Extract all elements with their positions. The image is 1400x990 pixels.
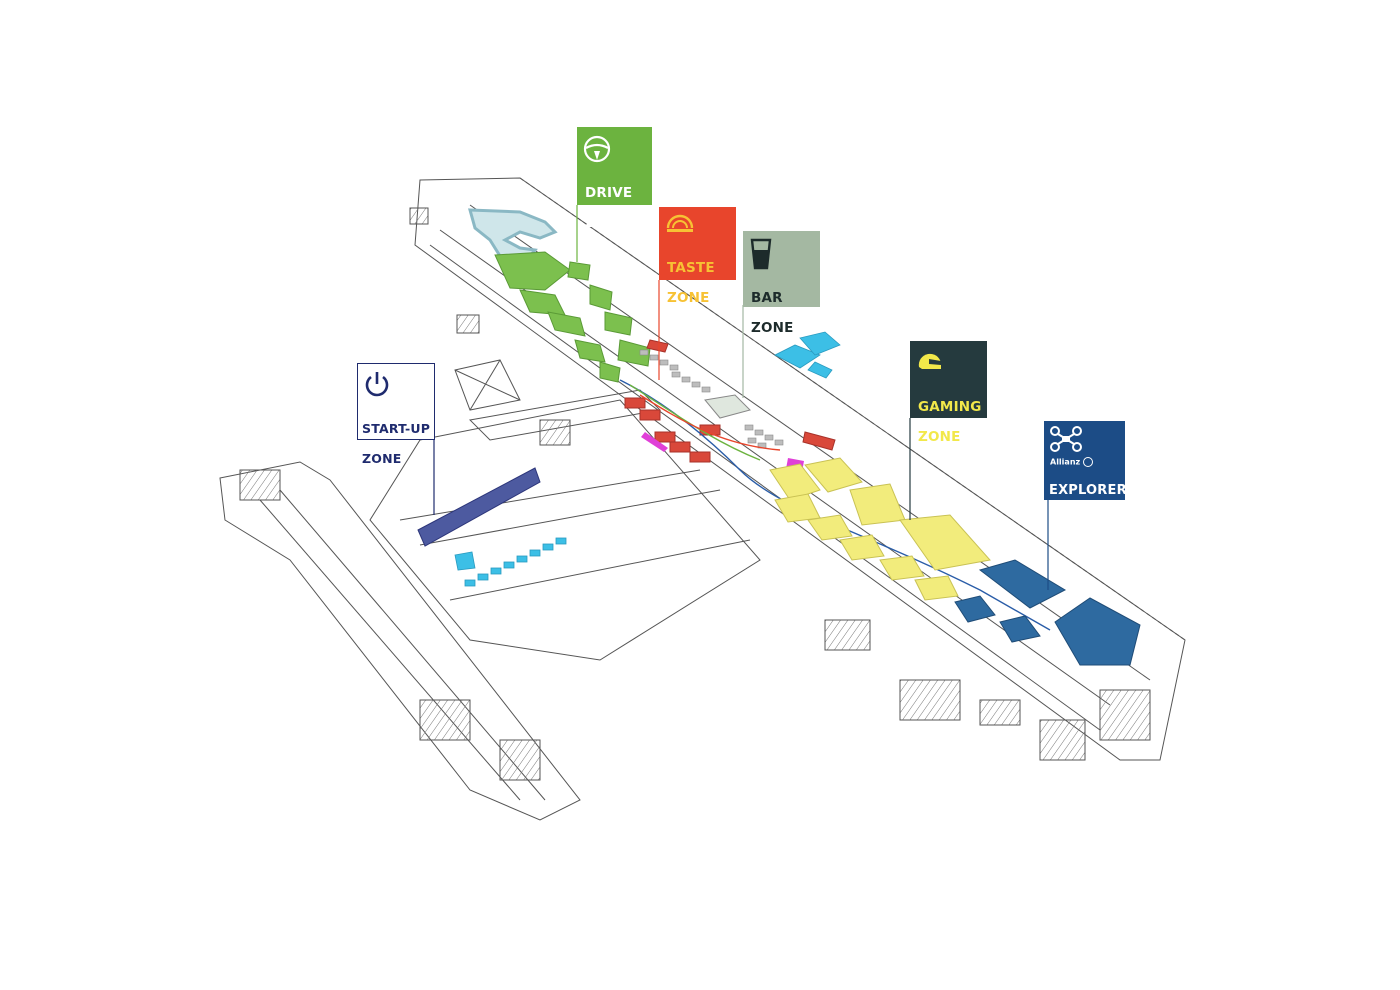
floorplan-details [409, 207, 1151, 761]
bar-zone-card[interactable]: BAR ZONE [743, 231, 820, 336]
startup-zone-card[interactable]: START-UP ZONE [357, 363, 435, 466]
gaming-zone-card[interactable]: GAMING ZONE [910, 341, 987, 445]
explorer-zone-brand: Allianz [1050, 457, 1093, 468]
race-track [468, 208, 558, 264]
drive-zone-subtitle: ZONE [585, 215, 628, 231]
taste-zone-subtitle: ZONE [667, 290, 710, 306]
bar-zone-subtitle: ZONE [751, 320, 794, 336]
power-icon [365, 372, 389, 397]
bar-zone-title: BAR [751, 290, 783, 306]
zone-pointer-lines [433, 205, 1049, 590]
gaming-zone-subtitle: ZONE [918, 429, 961, 445]
west-wing-outline [369, 389, 761, 661]
gaming-zone-title: GAMING [918, 399, 982, 415]
taste-zone-blocks [624, 339, 836, 463]
explorer-zone-subtitle: ZONE [1049, 513, 1091, 528]
allianz-logo-icon [1082, 457, 1093, 467]
steering-wheel-icon [583, 135, 611, 163]
cyan-elements [454, 331, 841, 587]
drone-icon [1050, 426, 1082, 452]
explorer-zone-blocks [954, 559, 1141, 666]
route-lines [619, 379, 1051, 631]
startup-zone-block [417, 467, 541, 547]
food-dish-icon [666, 214, 694, 232]
west-building [219, 461, 581, 821]
drive-zone-card[interactable]: DRIVE ZONE [577, 127, 652, 231]
bar-zone-area [704, 394, 751, 419]
taste-zone-card[interactable]: TASTE ZONE [659, 207, 736, 306]
startup-zone-title: START-UP [362, 421, 431, 436]
glass-icon [750, 238, 772, 270]
drive-zone-blocks [494, 251, 651, 383]
explorer-zone-title: EXPLORER [1049, 483, 1127, 498]
drive-zone-title: DRIVE [585, 185, 633, 201]
explorer-zone-card[interactable]: Allianz EXPLORER ZONE [1044, 421, 1127, 528]
startup-zone-subtitle: ZONE [362, 451, 402, 466]
taste-zone-title: TASTE [667, 260, 715, 276]
gaming-zone-blocks [769, 457, 991, 601]
seating-areas [639, 349, 784, 449]
helmet-icon [918, 353, 941, 369]
